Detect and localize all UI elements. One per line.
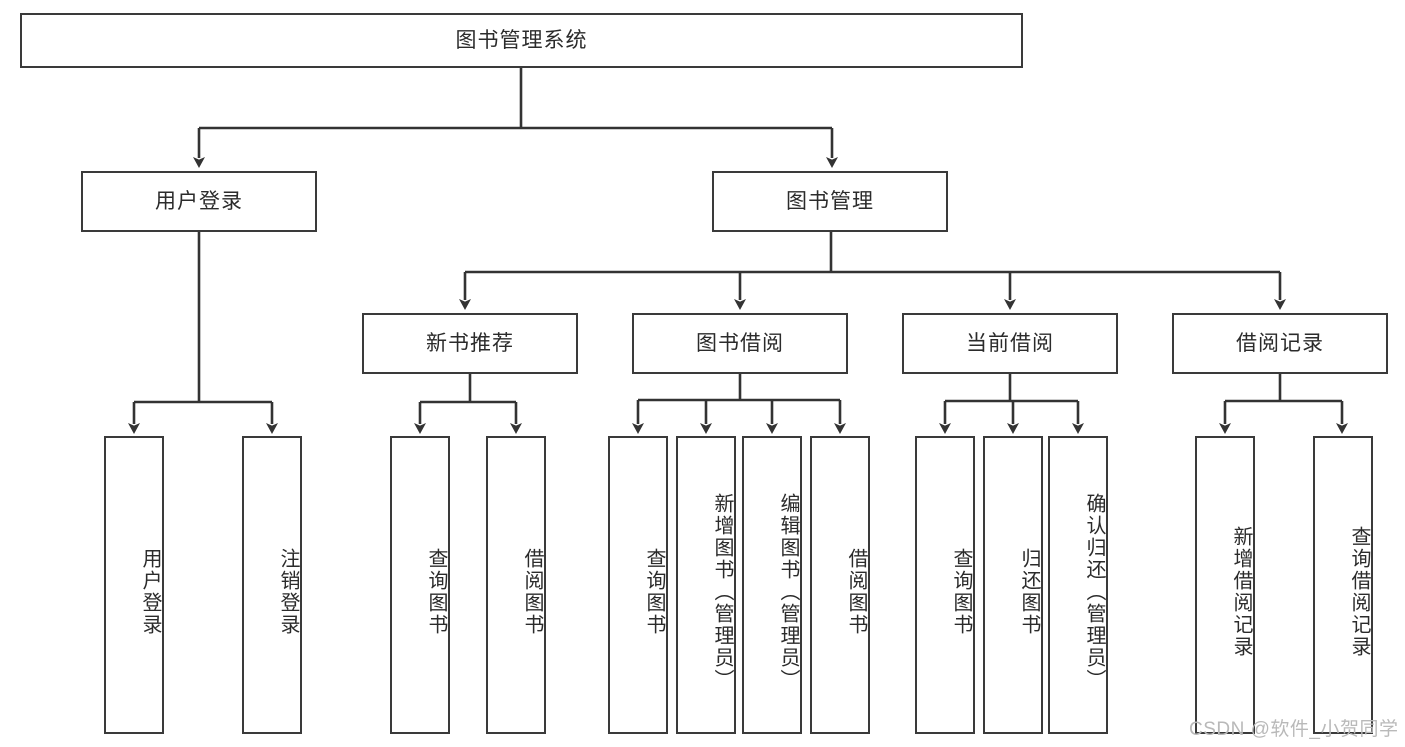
node-borrow-record-label: 借阅记录 [1236, 331, 1324, 355]
node-leaf-borrow-book-1[interactable]: 借阅图书 [486, 436, 546, 734]
node-leaf-confirm-return-label: 确认归还（管理员） [1083, 493, 1105, 691]
node-leaf-add-record[interactable]: 新增借阅记录 [1195, 436, 1255, 734]
node-root-label: 图书管理系统 [455, 28, 588, 52]
node-leaf-borrow-book-1-label: 借阅图书 [521, 548, 543, 636]
node-leaf-add-book[interactable]: 新增图书（管理员） [676, 436, 736, 734]
node-leaf-borrow-book-2[interactable]: 借阅图书 [810, 436, 870, 734]
node-leaf-borrow-book-2-label: 借阅图书 [845, 548, 867, 636]
node-leaf-query-book-1-label: 查询图书 [425, 548, 447, 636]
node-leaf-user-login-label: 用户登录 [139, 548, 161, 636]
node-user-login[interactable]: 用户登录 [81, 171, 317, 232]
node-leaf-user-login[interactable]: 用户登录 [104, 436, 164, 734]
node-leaf-query-book-1[interactable]: 查询图书 [390, 436, 450, 734]
node-borrow-record[interactable]: 借阅记录 [1172, 313, 1388, 374]
node-leaf-add-record-label: 新增借阅记录 [1230, 526, 1252, 658]
node-leaf-return-book-label: 归还图书 [1018, 548, 1040, 636]
node-leaf-edit-book-label: 编辑图书（管理员） [777, 493, 799, 691]
node-leaf-query-record-label: 查询借阅记录 [1348, 526, 1370, 658]
node-book-borrow[interactable]: 图书借阅 [632, 313, 848, 374]
node-leaf-query-book-3[interactable]: 查询图书 [915, 436, 975, 734]
node-leaf-confirm-return[interactable]: 确认归还（管理员） [1048, 436, 1108, 734]
node-current-borrow[interactable]: 当前借阅 [902, 313, 1118, 374]
node-leaf-query-book-2-label: 查询图书 [643, 548, 665, 636]
node-user-login-label: 用户登录 [155, 189, 243, 213]
node-new-book-recommend[interactable]: 新书推荐 [362, 313, 578, 374]
node-leaf-query-book-3-label: 查询图书 [950, 548, 972, 636]
node-book-management-label: 图书管理 [786, 189, 874, 213]
node-leaf-add-book-label: 新增图书（管理员） [711, 493, 733, 691]
node-leaf-query-book-2[interactable]: 查询图书 [608, 436, 668, 734]
node-new-book-recommend-label: 新书推荐 [426, 331, 514, 355]
node-current-borrow-label: 当前借阅 [966, 331, 1054, 355]
node-leaf-return-book[interactable]: 归还图书 [983, 436, 1043, 734]
node-book-management[interactable]: 图书管理 [712, 171, 948, 232]
node-leaf-user-logout[interactable]: 注销登录 [242, 436, 302, 734]
node-root[interactable]: 图书管理系统 [20, 13, 1023, 68]
node-leaf-user-logout-label: 注销登录 [277, 548, 299, 636]
node-leaf-query-record[interactable]: 查询借阅记录 [1313, 436, 1373, 734]
node-leaf-edit-book[interactable]: 编辑图书（管理员） [742, 436, 802, 734]
csdn-watermark: CSDN @软件_小贺同学 [1189, 719, 1399, 740]
node-book-borrow-label: 图书借阅 [696, 331, 784, 355]
